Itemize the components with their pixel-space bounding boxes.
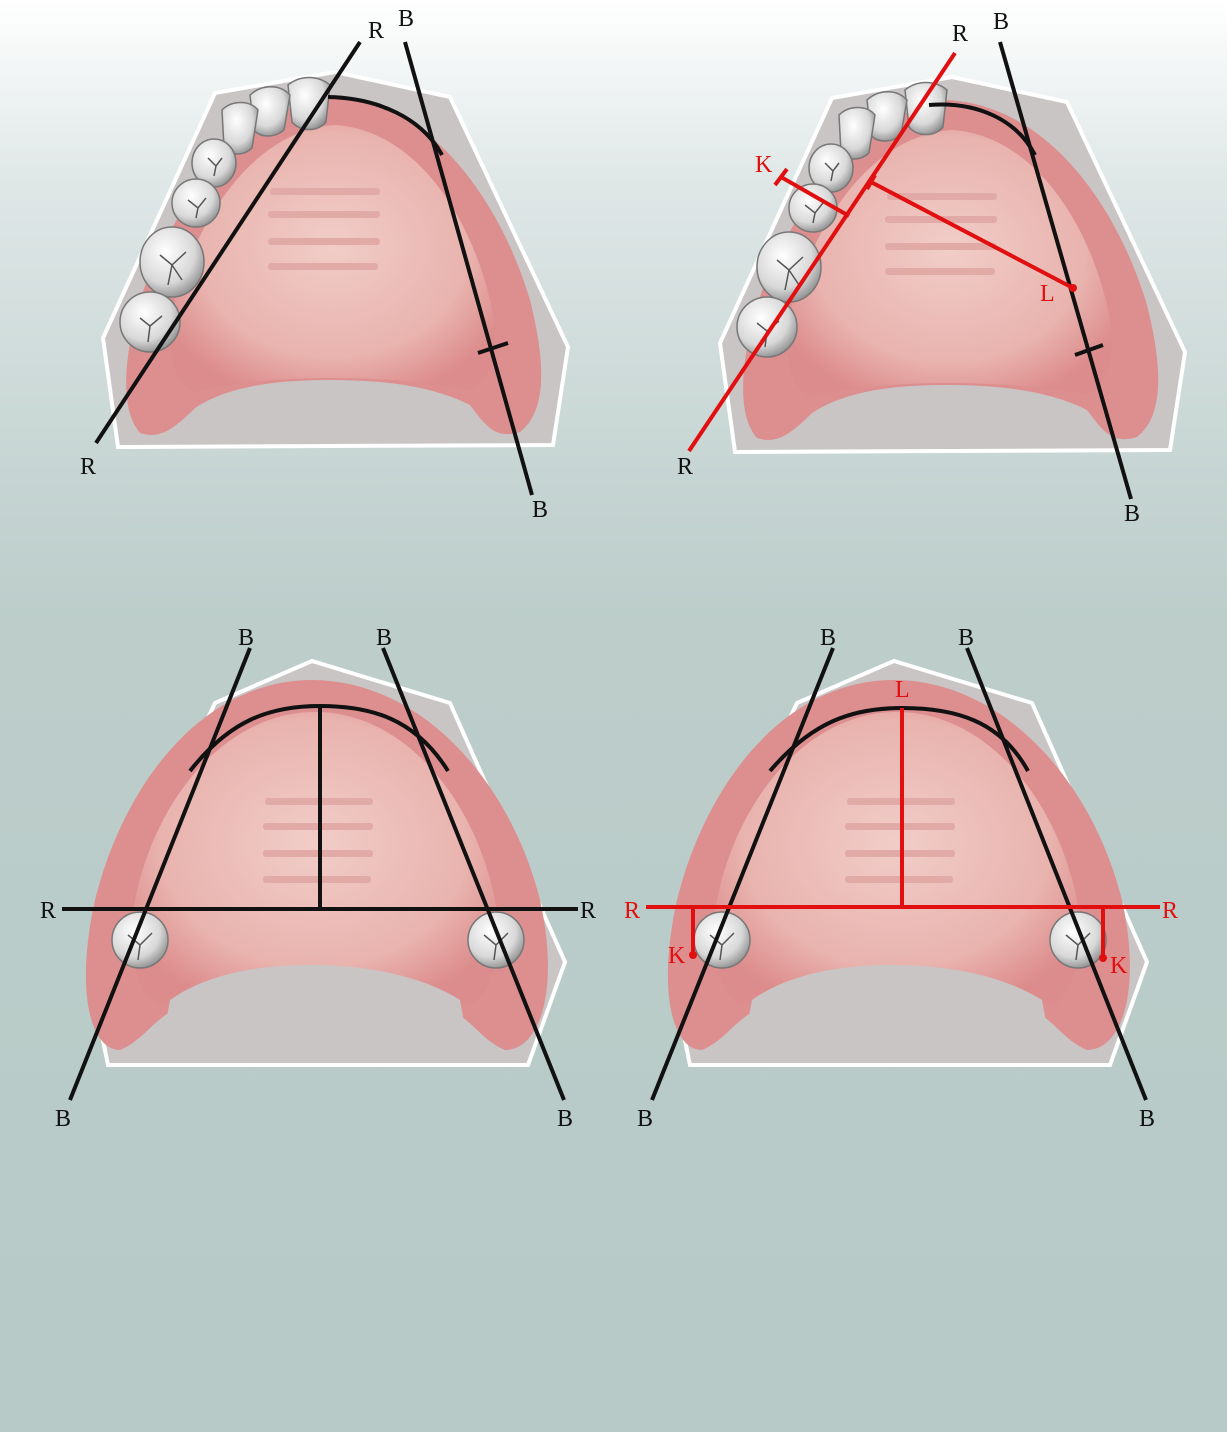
label-b-top-left: B [820, 625, 836, 651]
panel-bottom-left: B B R R B B [40, 625, 596, 1132]
panel-bottom-right: B B L R R K K B B [624, 625, 1178, 1132]
label-r-bottom: R [80, 454, 96, 480]
measurement-tick-k [775, 169, 787, 185]
label-r-right: R [580, 898, 596, 924]
label-r-bottom: R [677, 454, 693, 480]
label-l: L [1040, 281, 1055, 307]
label-r-right: R [1162, 898, 1178, 924]
panel-top-left: R R B B [80, 6, 568, 523]
label-r-top: R [952, 21, 968, 47]
dental-cast-edentulous [86, 661, 565, 1065]
dental-cast-partial [103, 72, 568, 447]
label-b-top: B [993, 9, 1009, 35]
label-l: L [895, 677, 910, 703]
label-b-bottom: B [532, 497, 548, 523]
label-b-top: B [398, 6, 414, 32]
label-b-top-right: B [376, 625, 392, 651]
label-b-bottom-right: B [557, 1106, 573, 1132]
point-k-left [689, 951, 697, 959]
label-k-left: K [668, 943, 686, 969]
label-r-left: R [40, 898, 56, 924]
label-r-top: R [368, 18, 384, 44]
label-b-bottom-left: B [637, 1106, 653, 1132]
dental-cast-edentulous [668, 661, 1147, 1065]
label-k: K [755, 152, 773, 178]
label-b-bottom-right: B [1139, 1106, 1155, 1132]
label-b-bottom: B [1124, 501, 1140, 527]
panel-top-right: R R B B K L [677, 9, 1185, 527]
label-k-right: K [1110, 953, 1128, 979]
point-l [1069, 284, 1077, 292]
dental-cast-partial [720, 77, 1185, 452]
label-b-bottom-left: B [55, 1106, 71, 1132]
label-r-left: R [624, 898, 640, 924]
point-k-right [1099, 954, 1107, 962]
label-b-top-right: B [958, 625, 974, 651]
label-b-top-left: B [238, 625, 254, 651]
